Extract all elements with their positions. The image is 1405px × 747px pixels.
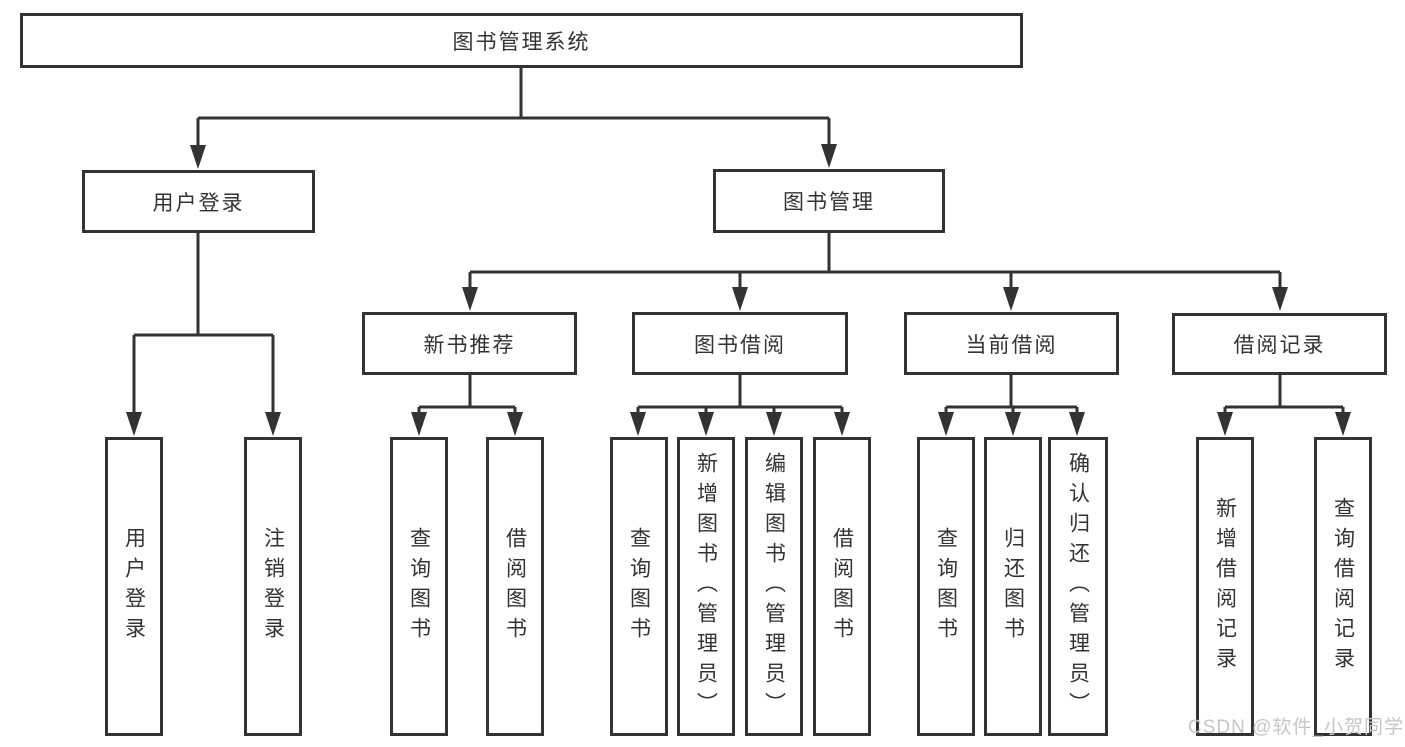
leaf-recommend-query-books-label: 查询图书 [407, 526, 431, 647]
leaf-borrowing-borrow-books-label: 借阅图书 [830, 526, 854, 647]
leaf-current-query-books: 查询图书 [917, 437, 975, 736]
leaf-records-add-record: 新增借阅记录 [1196, 437, 1254, 736]
node-borrowing-records-label: 借阅记录 [1233, 334, 1326, 357]
leaf-current-query-books-label: 查询图书 [934, 526, 958, 647]
arrowhead-icons [126, 144, 1351, 436]
leaf-borrowing-add-books-admin-label: 新增图书（管理员） [694, 451, 718, 722]
node-book-management-label: 图书管理 [783, 191, 875, 214]
node-user-login-label: 用户登录 [152, 191, 245, 215]
node-library-system-label: 图书管理系统 [452, 30, 591, 54]
node-current-borrowing: 当前借阅 [904, 312, 1119, 375]
leaf-borrowing-query-books: 查询图书 [610, 437, 668, 736]
leaf-current-return-books: 归还图书 [984, 437, 1042, 736]
leaf-recommend-borrow-books: 借阅图书 [486, 437, 544, 736]
leaf-borrowing-borrow-books: 借阅图书 [813, 437, 871, 736]
leaf-borrowing-edit-books-admin-label: 编辑图书（管理员） [762, 451, 786, 722]
node-user-login: 用户登录 [82, 170, 315, 233]
node-book-borrowing: 图书借阅 [632, 312, 848, 375]
leaf-borrowing-edit-books-admin: 编辑图书（管理员） [745, 437, 803, 736]
leaf-records-query-record-label: 查询借阅记录 [1331, 496, 1355, 677]
leaf-borrowing-add-books-admin: 新增图书（管理员） [677, 437, 735, 736]
node-book-management: 图书管理 [713, 169, 945, 233]
node-library-system: 图书管理系统 [20, 13, 1023, 68]
watermark-text: CSDN @软件_小贺同学 [1188, 717, 1404, 738]
leaf-user-login: 用户登录 [105, 437, 163, 736]
node-book-borrowing-label: 图书借阅 [694, 333, 786, 357]
node-new-book-recommendation: 新书推荐 [362, 312, 577, 375]
leaf-current-confirm-return-admin: 确认归还（管理员） [1048, 437, 1108, 736]
connector-paths [132, 68, 1345, 418]
leaf-records-query-record: 查询借阅记录 [1314, 437, 1372, 736]
leaf-recommend-borrow-books-label: 借阅图书 [503, 526, 527, 647]
node-current-borrowing-label: 当前借阅 [965, 333, 1058, 357]
leaf-current-confirm-return-admin-label: 确认归还（管理员） [1066, 451, 1090, 722]
leaf-borrowing-query-books-label: 查询图书 [627, 526, 651, 647]
leaf-current-return-books-label: 归还图书 [1001, 526, 1025, 647]
leaf-logout-login: 注销登录 [244, 437, 302, 736]
node-borrowing-records: 借阅记录 [1172, 313, 1387, 375]
leaf-records-add-record-label: 新增借阅记录 [1213, 496, 1237, 677]
leaf-recommend-query-books: 查询图书 [390, 437, 448, 736]
node-new-book-recommendation-label: 新书推荐 [423, 333, 516, 357]
leaf-logout-login-label: 注销登录 [261, 526, 285, 647]
leaf-user-login-label: 用户登录 [122, 526, 146, 647]
